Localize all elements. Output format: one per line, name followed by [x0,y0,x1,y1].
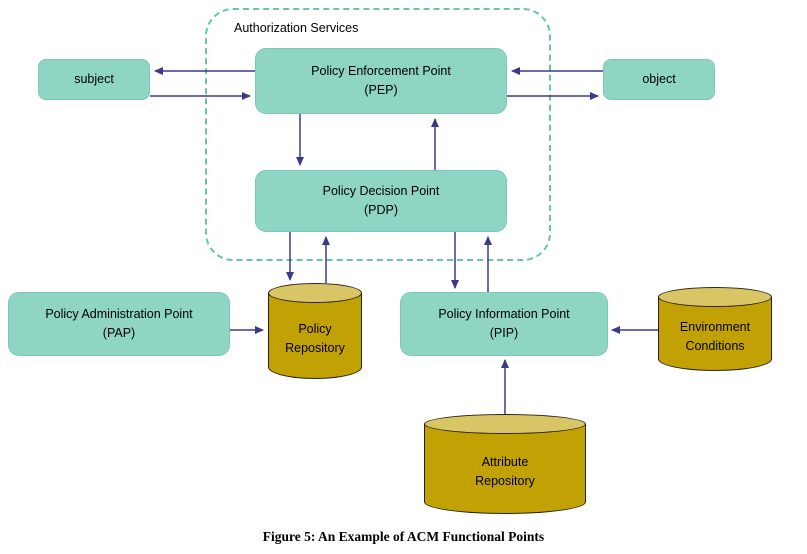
policy-repository-line1: Policy [298,322,332,337]
pdp-abbr: (PDP) [363,203,399,217]
environment-conditions-store: Environment Conditions [658,287,772,371]
object-label: object [642,72,676,87]
policy-repository-line2: Repository [285,341,345,355]
pip-name: Policy Information Point [438,307,570,322]
cylinder-body [658,297,772,371]
cylinder-body [268,293,362,379]
environment-conditions-line1: Environment [679,320,751,335]
subject-node: subject [38,59,150,100]
figure-caption: Figure 5: An Example of ACM Functional P… [262,529,545,544]
pep-abbr: (PEP) [364,83,398,97]
policy-enforcement-point-node: Policy Enforcement Point (PEP) [255,48,507,114]
policy-repository-store: Policy Repository [268,283,362,379]
policy-information-point-node: Policy Information Point (PIP) [400,292,608,356]
pip-abbr: (PIP) [489,326,519,340]
pdp-name: Policy Decision Point [322,184,440,199]
object-node: object [603,59,715,100]
attribute-repository-line2: Repository [475,474,535,488]
authorization-services-group: Authorization Services [205,8,551,261]
subject-label: subject [74,72,114,87]
cylinder-body [424,424,586,514]
attribute-repository-line1: Attribute [481,455,529,470]
cylinder-top [658,287,772,307]
environment-conditions-label: Environment Conditions [658,309,772,365]
authorization-services-label: Authorization Services [234,21,359,35]
pap-abbr: (PAP) [102,326,136,340]
policy-administration-point-node: Policy Administration Point (PAP) [8,292,230,356]
policy-repository-label: Policy Repository [268,305,362,373]
pap-name: Policy Administration Point [45,307,193,322]
cylinder-top [268,283,362,303]
environment-conditions-line2: Conditions [685,339,745,353]
pep-name: Policy Enforcement Point [311,64,451,79]
attribute-repository-label: Attribute Repository [424,436,586,508]
policy-decision-point-node: Policy Decision Point (PDP) [255,170,507,232]
attribute-repository-store: Attribute Repository [424,414,586,514]
cylinder-top [424,414,586,434]
